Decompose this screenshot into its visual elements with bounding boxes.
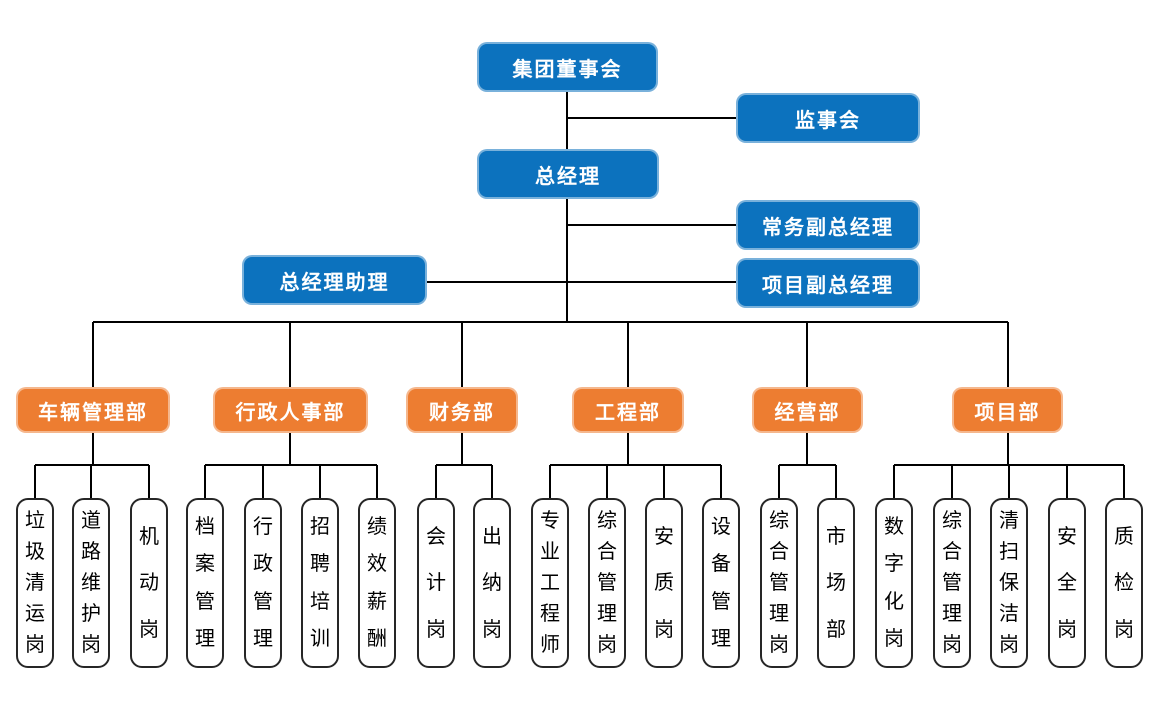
connector-line [92, 433, 94, 465]
connector-line [461, 322, 463, 387]
dept-project: 项目部 [952, 387, 1063, 433]
connector-line [427, 281, 736, 283]
position-box: 清扫保洁岗 [990, 498, 1028, 668]
node-gm-assistant: 总经理助理 [242, 255, 427, 305]
position-box: 招聘培训 [301, 498, 339, 668]
connector-line [319, 465, 321, 498]
connector-line [549, 465, 551, 498]
connector-line [289, 433, 291, 465]
connector-line [606, 465, 608, 498]
connector-line [779, 464, 836, 466]
connector-line [289, 322, 291, 387]
node-project-deputy-gm: 项目副总经理 [736, 258, 920, 308]
connector-line [1066, 465, 1068, 498]
dept-admin-hr: 行政人事部 [213, 387, 368, 433]
connector-line [461, 433, 463, 465]
position-box: 综合管理岗 [588, 498, 626, 668]
connector-line [951, 465, 953, 498]
connector-line [1007, 322, 1009, 387]
connector-line [566, 92, 568, 322]
position-box: 安质岗 [645, 498, 683, 668]
dept-finance: 财务部 [406, 387, 518, 433]
connector-line [34, 465, 36, 498]
connector-line [1123, 465, 1125, 498]
connector-line [436, 464, 492, 466]
connector-line [806, 322, 808, 387]
position-box: 安全岗 [1048, 498, 1086, 668]
connector-line [1007, 433, 1009, 465]
dept-engineering: 工程部 [572, 387, 684, 433]
connector-line [627, 322, 629, 387]
node-general-manager: 总经理 [477, 149, 659, 199]
position-box: 数字化岗 [875, 498, 913, 668]
node-supervisory-board: 监事会 [736, 93, 920, 143]
connector-line [90, 465, 92, 498]
position-box: 垃圾清运岗 [16, 498, 54, 668]
position-box: 综合管理岗 [760, 498, 798, 668]
connector-line [835, 465, 837, 498]
connector-line [148, 465, 150, 498]
position-box: 机动岗 [130, 498, 168, 668]
connector-line [1008, 465, 1010, 498]
connector-line [435, 465, 437, 498]
connector-line [567, 224, 736, 226]
position-box: 绩效薪酬 [358, 498, 396, 668]
dept-operations: 经营部 [752, 387, 863, 433]
node-executive-deputy-gm: 常务副总经理 [736, 200, 920, 250]
connector-line [893, 465, 895, 498]
position-box: 档案管理 [186, 498, 224, 668]
connector-line [894, 464, 1124, 466]
connector-line [205, 464, 377, 466]
node-board-of-directors: 集团董事会 [477, 42, 658, 92]
connector-line [93, 321, 1008, 323]
connector-line [491, 465, 493, 498]
position-box: 出纳岗 [473, 498, 511, 668]
connector-line [663, 465, 665, 498]
position-box: 市场部 [817, 498, 855, 668]
connector-line [806, 433, 808, 465]
connector-line [720, 465, 722, 498]
position-box: 行政管理 [244, 498, 282, 668]
connector-line [204, 465, 206, 498]
connector-line [35, 464, 149, 466]
position-box: 设备管理 [702, 498, 740, 668]
position-box: 专业工程师 [531, 498, 569, 668]
connector-line [627, 433, 629, 465]
dept-vehicle-management: 车辆管理部 [16, 387, 170, 433]
connector-line [262, 465, 264, 498]
connector-line [376, 465, 378, 498]
position-box: 质检岗 [1105, 498, 1143, 668]
position-box: 会计岗 [417, 498, 455, 668]
connector-line [92, 322, 94, 387]
position-box: 综合管理岗 [933, 498, 971, 668]
connector-line [778, 465, 780, 498]
connector-line [567, 117, 736, 119]
position-box: 道路维护岗 [72, 498, 110, 668]
connector-line [550, 464, 721, 466]
